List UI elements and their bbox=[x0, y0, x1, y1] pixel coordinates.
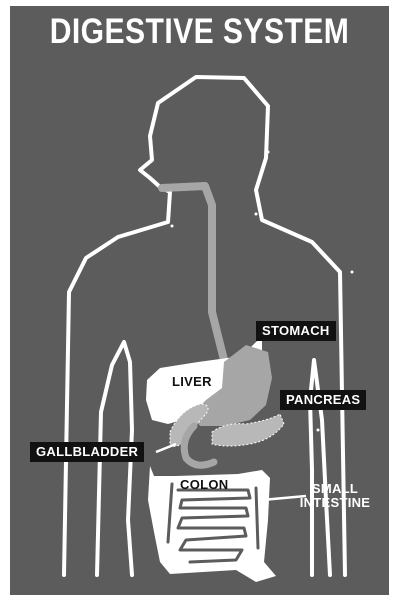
colon-label: COLON bbox=[180, 478, 228, 492]
liver-label: LIVER bbox=[172, 375, 212, 389]
small-intestine-label-line1: SMALL bbox=[298, 482, 372, 496]
gallbladder-label: GALLBLADDER bbox=[30, 442, 144, 462]
stomach-label: STOMACH bbox=[256, 321, 336, 341]
esophagus bbox=[162, 186, 224, 360]
small-intestine-label-line2: INTESTINE bbox=[298, 496, 372, 510]
pancreas-label: PANCREAS bbox=[280, 390, 366, 410]
duodenum bbox=[184, 426, 214, 465]
small-intestine-label: SMALL INTESTINE bbox=[298, 482, 372, 509]
gallbladder-pointer bbox=[156, 444, 176, 452]
